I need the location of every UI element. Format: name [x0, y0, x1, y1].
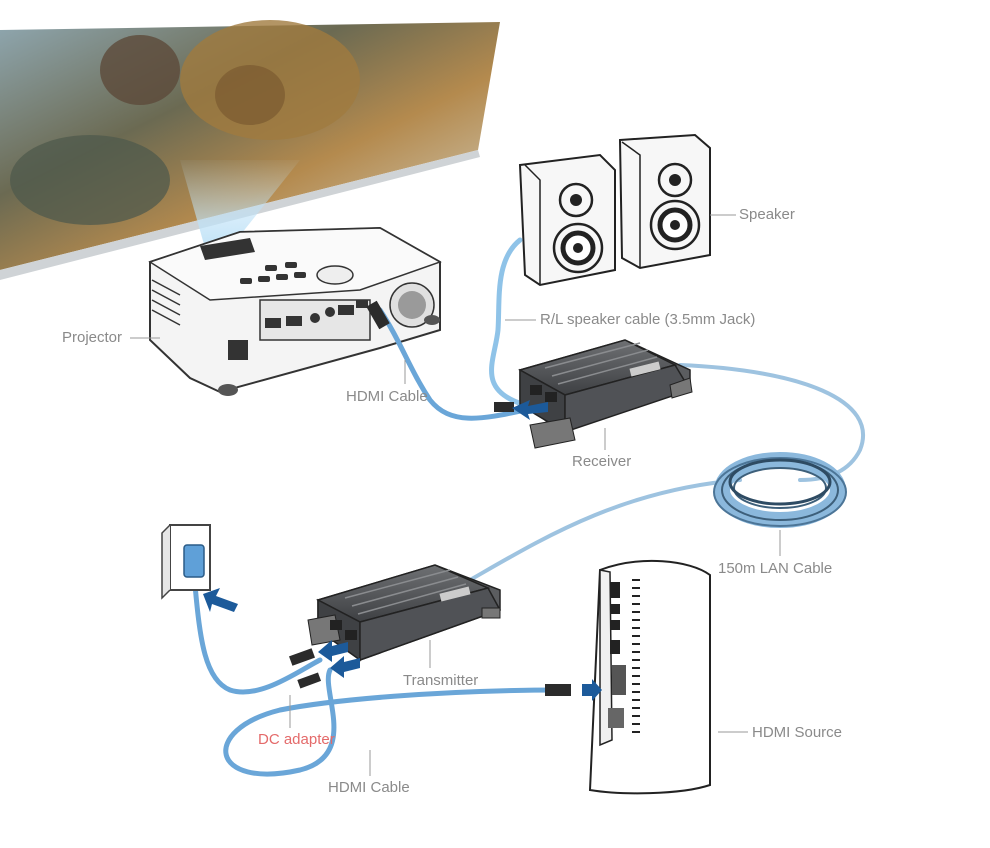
lan-cable-lower — [468, 478, 742, 582]
transmitter-device — [307, 564, 502, 662]
hdmi-cable-bottom — [223, 667, 563, 777]
projection-beam — [180, 160, 300, 248]
cables — [192, 237, 866, 777]
label-hdmi-source: HDMI Source — [752, 724, 843, 741]
leader-lines — [130, 214, 781, 776]
speaker-left — [518, 153, 616, 287]
label-hdmi-cable-top: HDMI Cable — [346, 388, 428, 405]
projector-device — [148, 226, 442, 396]
label-speaker-cable: R/L speaker cable (3.5mm Jack) — [540, 311, 756, 328]
receiver-device — [518, 339, 693, 449]
direction-arrows — [203, 400, 602, 701]
label-hdmi-cable-bottom: HDMI Cable — [328, 779, 410, 796]
hdmi-cable-top — [377, 307, 528, 421]
label-receiver: Receiver — [572, 453, 632, 470]
label-transmitter: Transmitter — [403, 672, 479, 689]
arrow-into-transmitter-hdmi-icon — [330, 656, 360, 678]
speaker-right — [618, 133, 711, 270]
label-dc-adapter: DC adapter — [258, 731, 335, 748]
connectors — [289, 300, 571, 696]
arrow-into-receiver-icon — [512, 400, 548, 420]
arrow-to-outlet-icon — [203, 588, 238, 612]
projected-image — [0, 20, 500, 280]
arrow-into-transmitter-dc-icon — [318, 640, 348, 662]
arrow-into-source-icon — [582, 679, 602, 701]
hdmi-source-device — [588, 560, 711, 795]
dc-cable — [192, 582, 323, 695]
lan-cable-coil — [713, 452, 847, 528]
label-lan-cable: 150m LAN Cable — [718, 560, 833, 577]
speaker-cable — [489, 237, 528, 408]
label-speaker: Speaker — [739, 206, 795, 223]
wall-outlet — [161, 524, 211, 600]
label-projector: Projector — [62, 329, 123, 346]
